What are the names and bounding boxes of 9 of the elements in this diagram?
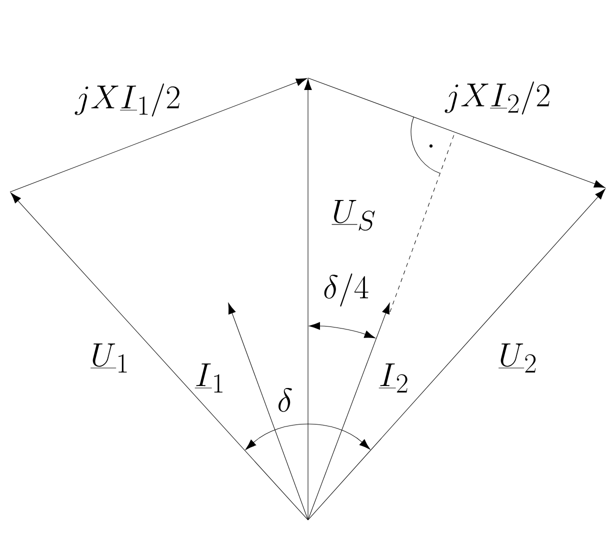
vector-label: $\underline{U}_2$: [498, 343, 536, 373]
vector-label: $\delta$: [278, 388, 292, 412]
vector-label: $\underline{U}_1$: [90, 343, 127, 373]
vector-label: $\underline{I}_1$: [194, 363, 222, 393]
vector-label: $jX\underline{I}_2/2$: [444, 81, 550, 115]
vector-label: $\underline{U}_S$: [332, 200, 375, 231]
vector-label: $\underline{I}_2$: [378, 363, 408, 393]
vector-label: $\delta/4$: [324, 273, 368, 307]
vector-label: $jX\underline{I}_1/2$: [74, 83, 180, 117]
